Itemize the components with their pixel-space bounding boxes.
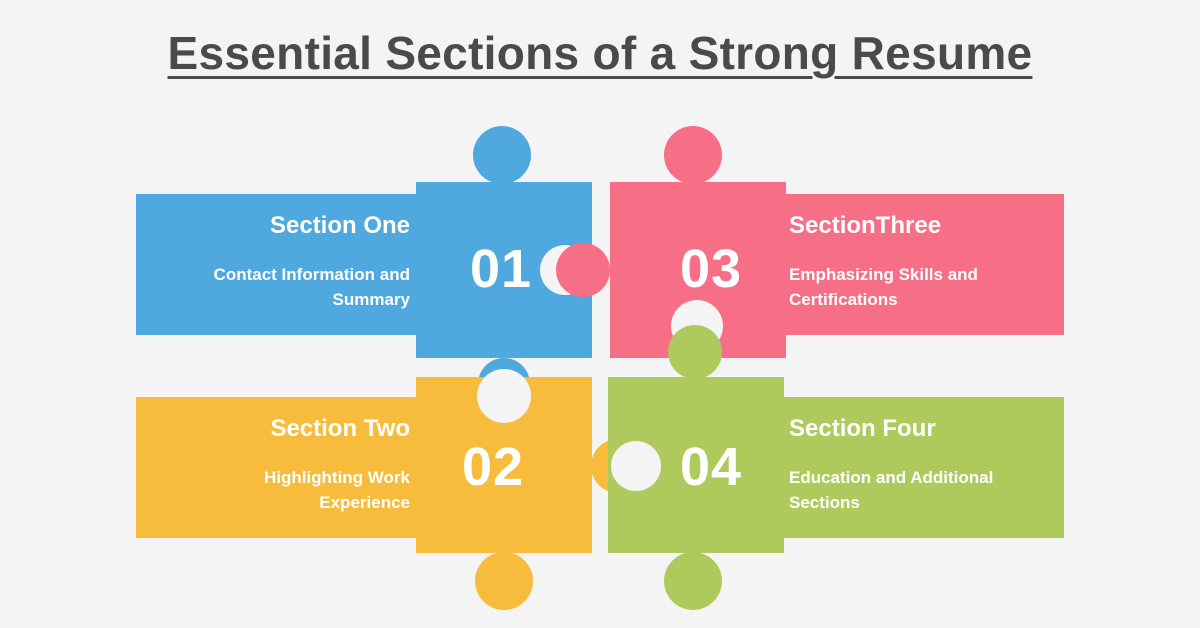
section-three-description: Emphasizing Skills and Certifications [789, 262, 1039, 312]
puzzle-piece-two [136, 369, 645, 610]
section-two-description-line1: Highlighting Work [263, 468, 410, 487]
section-one-description-line2: Summary [332, 290, 410, 309]
section-three-number: 03 [680, 239, 743, 299]
puzzle-piece-three [556, 126, 1064, 358]
section-one-description: Contact Information and Summary [160, 262, 410, 312]
section-two-number: 02 [462, 437, 525, 497]
page-title: Essential Sections of a Strong Resume [167, 27, 1033, 79]
puzzle-piece-four [608, 325, 1064, 610]
section-three-description-line2: Certifications [789, 290, 898, 309]
section-two-description-line2: Experience [319, 493, 410, 512]
section-two-description: Highlighting Work Experience [160, 465, 410, 515]
section-one-number: 01 [470, 239, 533, 299]
section-four-heading: Section Four [789, 415, 936, 442]
section-four-number: 04 [680, 437, 743, 497]
section-four-description: Education and Additional Sections [789, 465, 1039, 515]
section-one-description-line1: Contact Information and [213, 265, 410, 284]
section-two-heading: Section Two [270, 415, 410, 442]
section-four-description-line1: Education and Additional [789, 468, 994, 487]
section-three-heading: SectionThree [789, 212, 942, 239]
section-three-description-line1: Emphasizing Skills and [789, 265, 978, 284]
section-four-description-line2: Sections [789, 493, 860, 512]
section-one-heading: Section One [269, 212, 410, 239]
